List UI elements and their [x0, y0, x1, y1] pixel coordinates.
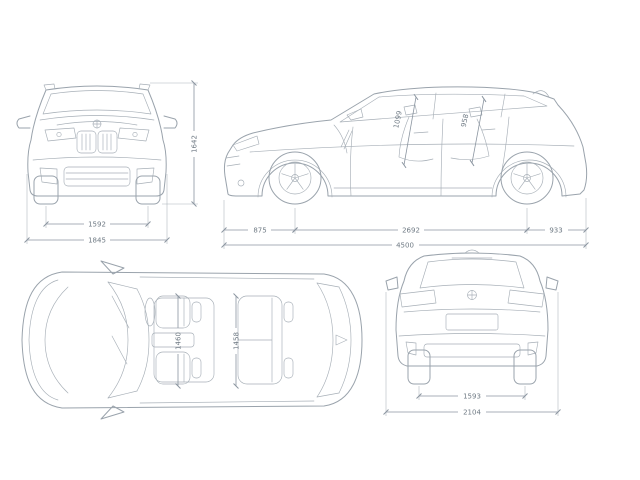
front-view: [16, 83, 178, 205]
side-view-dimensions: 1099 958 875 2692 933 4500: [221, 93, 589, 250]
side-pillars: [432, 92, 506, 120]
dim-line-front-interior-height: [401, 93, 419, 169]
side-dashboard-steering: [333, 124, 353, 154]
side-extension-lines: [223, 198, 587, 249]
dim-label-front-interior-width: 1460: [174, 332, 182, 350]
top-bumper-inner: [28, 279, 59, 401]
front-side-intakes: [39, 167, 155, 185]
dim-label-rear-track: 1593: [463, 393, 481, 401]
side-door-seams: [350, 116, 510, 197]
rear-license-plate: [445, 313, 499, 331]
front-drl-right: [132, 131, 138, 138]
side-headlight: [232, 135, 260, 152]
side-view: [223, 86, 588, 205]
top-front-seats: [151, 295, 202, 385]
dim-label-width-incl-mirrors: 2104: [463, 409, 481, 417]
dim-label-overall-height: 1642: [190, 135, 198, 153]
dim-label-wheelbase: 2692: [402, 227, 420, 235]
top-tailgate-edge: [338, 286, 352, 394]
rear-reflectors: [405, 341, 539, 356]
dim-line-rear-interior-height: [469, 95, 487, 167]
rear-roundel-icon: [467, 290, 477, 300]
rear-antenna-fin: [464, 249, 480, 254]
top-wipers: [111, 295, 130, 365]
top-steering-wheel: [144, 297, 156, 327]
rear-tire-left: [407, 349, 431, 385]
side-roof-antenna-fin: [532, 90, 550, 98]
rear-taillights: [399, 289, 545, 308]
rear-view-dimensions: 1593 2104: [383, 292, 561, 417]
dim-label-front-interior-height: 1099: [392, 110, 404, 129]
front-view-dimensions: 1592 1845 1642: [24, 80, 198, 245]
top-antenna-fin: [335, 334, 348, 346]
side-mirror: [346, 108, 364, 121]
front-tire-right: [135, 175, 161, 205]
dim-label-track-width: 1592: [88, 221, 106, 229]
front-bumper-line: [32, 156, 162, 161]
front-windshield: [42, 90, 152, 115]
dim-label-front-overhang: 875: [253, 227, 266, 235]
front-headlights: [44, 127, 150, 142]
side-rear-wheel: [500, 151, 554, 205]
side-body-outline: [223, 86, 588, 197]
side-front-grille-lines: [225, 155, 241, 167]
rear-bumper-line: [398, 333, 546, 337]
rear-extension-lines: [385, 292, 559, 416]
rear-diffuser: [423, 343, 521, 358]
brand-roundel-icon: [92, 119, 102, 129]
rear-tailgate-line: [403, 308, 541, 313]
front-roof-rails: [43, 83, 151, 91]
front-extension-lines: [26, 82, 198, 244]
dim-label-rear-overhang: 933: [549, 227, 562, 235]
rear-body-outline: [395, 252, 549, 367]
dim-label-overall-length: 4500: [396, 242, 414, 250]
front-grille: [76, 130, 118, 154]
top-hood-seam: [44, 286, 69, 394]
dim-label-overall-width: 1845: [88, 237, 106, 245]
top-c-pillars: [316, 282, 340, 398]
top-view-dimensions: 1460 1458: [174, 293, 240, 389]
dim-label-rear-interior-height: 958: [460, 113, 471, 128]
rear-mirrors: [385, 276, 559, 291]
front-lower-intake: [63, 166, 131, 187]
front-drl-left: [56, 131, 62, 138]
side-fog-light: [237, 179, 245, 187]
top-mirrors: [100, 260, 125, 420]
front-mirrors: [16, 115, 178, 129]
top-body-outline: [21, 271, 363, 409]
dim-label-rear-interior-width: 1458: [232, 332, 240, 350]
rear-window: [419, 258, 525, 289]
top-rear-bench: [237, 295, 294, 385]
top-roof-front-edge: [136, 288, 150, 392]
side-glasshouse: [339, 93, 548, 123]
rear-tire-right: [513, 349, 537, 385]
top-roof-rails: [139, 276, 315, 404]
side-wheelarch-cladding: [257, 159, 567, 198]
top-view: [21, 260, 363, 420]
top-rear-window: [316, 282, 334, 398]
top-windshield-base: [107, 281, 129, 399]
top-a-pillars: [107, 281, 138, 399]
front-tire-left: [33, 175, 59, 205]
rear-view: [385, 249, 559, 385]
side-front-wheel: [268, 151, 322, 205]
